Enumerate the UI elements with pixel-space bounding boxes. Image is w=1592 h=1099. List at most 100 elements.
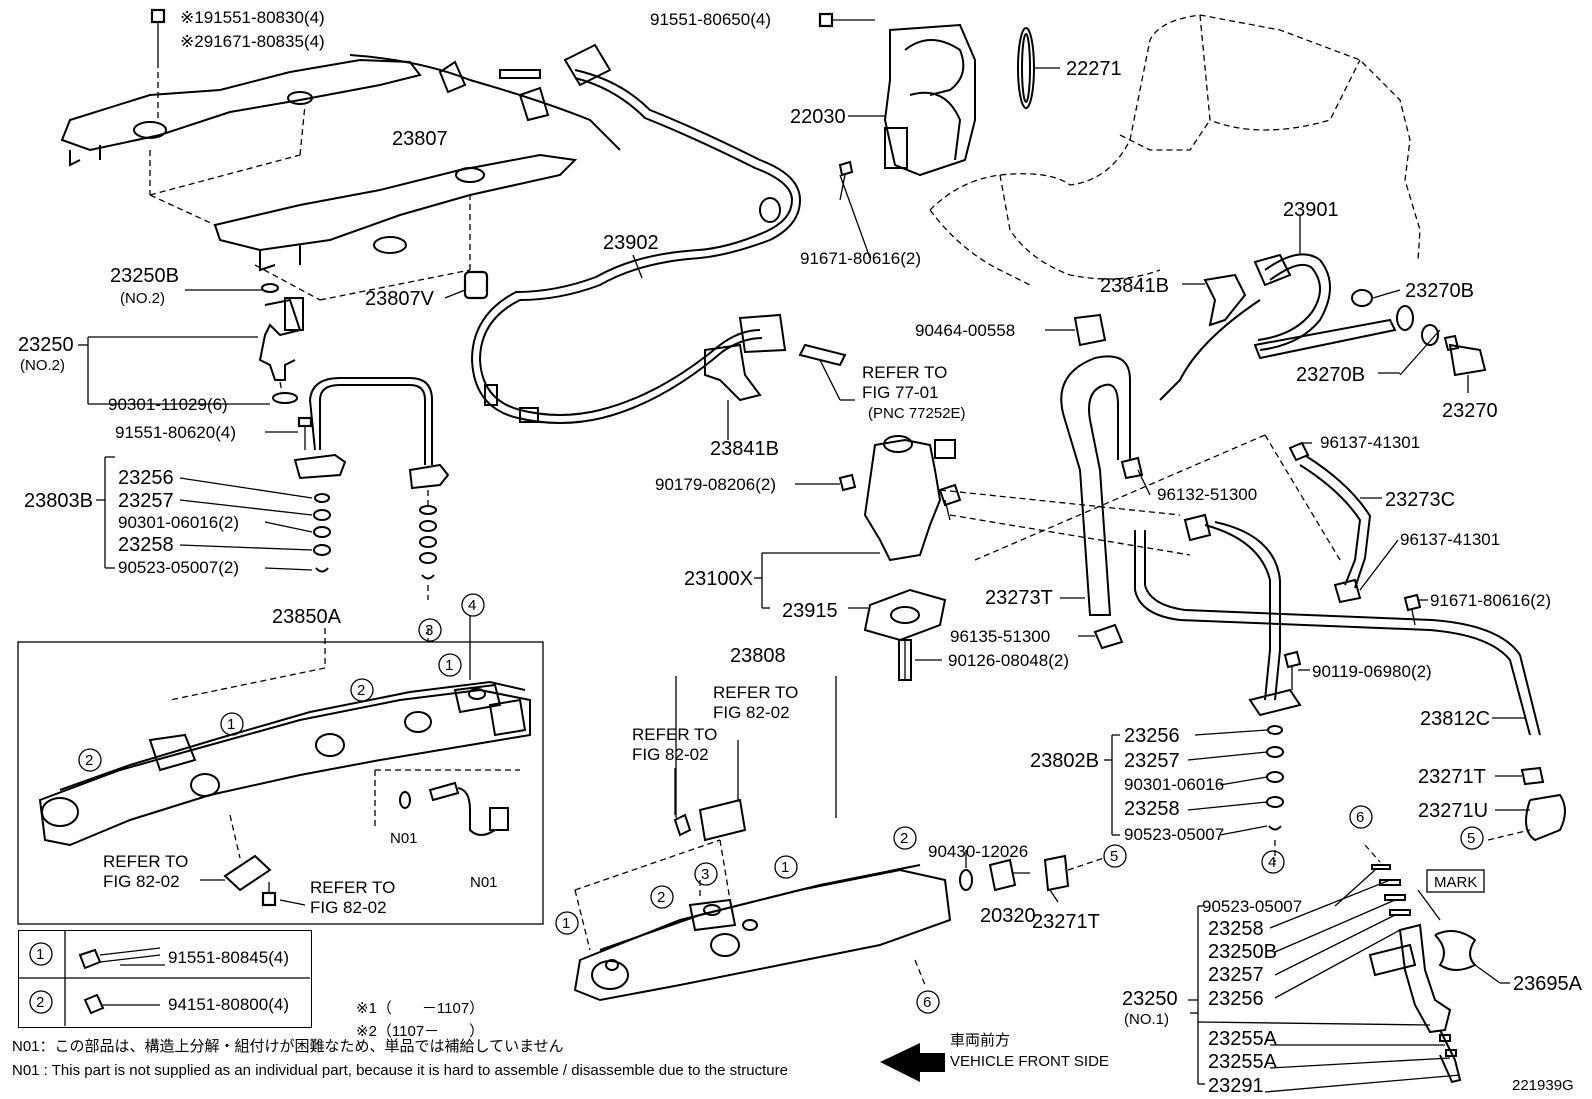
- label-91551-80620[interactable]: 91551-80620(4): [115, 423, 236, 442]
- label-90301-06016-left[interactable]: 90301-06016(2): [118, 513, 239, 532]
- intake-manifold-outline: [929, 14, 1421, 286]
- label-23255a-1[interactable]: 23255A: [1208, 1028, 1278, 1050]
- hose-23273t-drawing: [1060, 355, 1151, 650]
- label-23255a-2[interactable]: 23255A: [1208, 1051, 1278, 1073]
- label-23100x[interactable]: 23100X: [684, 568, 753, 590]
- marker-6-mid: 6: [923, 994, 931, 1011]
- label-91671-80616-top[interactable]: 91671-80616(2): [800, 249, 921, 268]
- label-23270[interactable]: 23270: [1442, 400, 1498, 422]
- label-23271t-right[interactable]: 23271T: [1418, 766, 1486, 788]
- refer-77-01-line2[interactable]: FIG 77-01: [862, 383, 939, 402]
- label-23273c[interactable]: 23273C: [1385, 489, 1455, 511]
- refer-82-02-c-line1[interactable]: REFER TO: [103, 852, 188, 871]
- label-96135-51300[interactable]: 96135-51300: [950, 627, 1050, 646]
- label-no2-a: (NO.2): [120, 290, 165, 307]
- sub-assembly-box-23850a: [17, 641, 544, 925]
- marker-1-mid-b: 1: [562, 915, 570, 932]
- throttle-body-22030-drawing: [818, 12, 1060, 177]
- marker-5-right: 5: [1467, 830, 1475, 847]
- label-23695a[interactable]: 23695A: [1513, 973, 1583, 995]
- label-23256-bottom[interactable]: 23256: [1208, 988, 1264, 1010]
- label-23258-left[interactable]: 23258: [118, 534, 174, 556]
- label-23901[interactable]: 23901: [1283, 199, 1339, 221]
- label-23258-bottom[interactable]: 23258: [1208, 918, 1264, 940]
- label-90301-06016-right[interactable]: 90301-06016: [1124, 775, 1224, 794]
- marker-2-mid-b: 2: [900, 830, 908, 847]
- label-23808[interactable]: 23808: [730, 645, 786, 667]
- label-23250b-bottom[interactable]: 23250B: [1208, 941, 1277, 963]
- label-90523-05007-left[interactable]: 90523-05007(2): [118, 558, 239, 577]
- legend-icons: [18, 930, 310, 1026]
- label-23291[interactable]: 23291: [1208, 1075, 1264, 1097]
- diagram-id: 221939G: [1512, 1077, 1574, 1094]
- label-90126-08048[interactable]: 90126-08048(2): [948, 651, 1069, 670]
- label-91671-80616-right[interactable]: 91671-80616(2): [1430, 591, 1551, 610]
- vehicle-front-arrow: [880, 1043, 945, 1082]
- label-23850a[interactable]: 23850A: [272, 606, 342, 628]
- label-90301-11029[interactable]: 90301-11029(6): [108, 395, 228, 414]
- refer-82-02-c-line2[interactable]: FIG 82-02: [103, 872, 180, 891]
- label-23812c[interactable]: 23812C: [1420, 708, 1490, 730]
- label-23841b-right[interactable]: 23841B: [1100, 275, 1169, 297]
- label-23273t[interactable]: 23273T: [985, 587, 1053, 609]
- label-no2-b: (NO.2): [20, 357, 65, 374]
- refer-77-01-line1[interactable]: REFER TO: [862, 363, 947, 382]
- label-20320[interactable]: 20320: [980, 905, 1036, 927]
- label-22271[interactable]: 22271: [1066, 58, 1122, 80]
- label-90523-05007-right[interactable]: 90523-05007: [1124, 825, 1224, 844]
- label-23250-no1[interactable]: 23250: [1122, 988, 1178, 1010]
- marker-2-b: 2: [357, 682, 365, 699]
- label-96137-41301-b[interactable]: 96137-41301: [1400, 530, 1500, 549]
- refer-82-02-a-line1[interactable]: REFER TO: [713, 683, 798, 702]
- fuel-rail-23808-drawing: [573, 740, 1105, 1002]
- refer-82-02-a-line2[interactable]: FIG 82-02: [713, 703, 790, 722]
- label-23271t-mid[interactable]: 23271T: [1032, 911, 1100, 933]
- label-96132-51300[interactable]: 96132-51300: [1157, 485, 1257, 504]
- refer-82-02-b-line2[interactable]: FIG 82-02: [632, 745, 709, 764]
- legend-part-1[interactable]: 91551-80845(4): [168, 948, 289, 967]
- marker-3-left: 3: [425, 622, 433, 639]
- label-23258-right[interactable]: 23258: [1124, 798, 1180, 820]
- label-23802b[interactable]: 23802B: [1030, 750, 1099, 772]
- label-23807v[interactable]: 23807V: [365, 288, 435, 310]
- label-23257-left[interactable]: 23257: [118, 490, 174, 512]
- label-90523-05007-bottom[interactable]: 90523-05007: [1202, 897, 1302, 916]
- label-23250-no2[interactable]: 23250: [18, 334, 74, 356]
- injector-no2-drawing: [258, 283, 304, 404]
- label-23803b[interactable]: 23803B: [24, 490, 93, 512]
- marker-1-a: 1: [227, 716, 235, 733]
- label-23250b-no2[interactable]: 23250B: [110, 265, 179, 287]
- bracket-23807-drawing: [60, 8, 621, 301]
- label-23257-bottom[interactable]: 23257: [1208, 964, 1264, 986]
- refer-82-02-d-line1[interactable]: REFER TO: [310, 878, 395, 897]
- label-top-bolt-2[interactable]: ※291671-80835(4): [180, 32, 325, 51]
- refer-82-02-d-line2[interactable]: FIG 82-02: [310, 898, 387, 917]
- label-90430-12026[interactable]: 90430-12026: [928, 842, 1028, 861]
- label-90464-00558[interactable]: 90464-00558: [915, 321, 1015, 340]
- marker-2-mid: 2: [657, 889, 665, 906]
- marker-2-a: 2: [85, 752, 93, 769]
- label-top-bolt-1[interactable]: ※191551-80830(4): [180, 8, 325, 27]
- label-n01-b: N01: [470, 874, 498, 891]
- label-22030[interactable]: 22030: [790, 106, 846, 128]
- legend-part-2[interactable]: 94151-80800(4): [168, 995, 289, 1014]
- label-23270b-a[interactable]: 23270B: [1405, 280, 1474, 302]
- label-23256-left[interactable]: 23256: [118, 467, 174, 489]
- label-23256-right[interactable]: 23256: [1124, 725, 1180, 747]
- refer-82-02-b-line1[interactable]: REFER TO: [632, 725, 717, 744]
- label-23807[interactable]: 23807: [392, 128, 448, 150]
- label-23841b-mid[interactable]: 23841B: [710, 438, 779, 460]
- label-23915[interactable]: 23915: [782, 600, 838, 622]
- label-23270b-b[interactable]: 23270B: [1296, 364, 1365, 386]
- label-23902[interactable]: 23902: [603, 232, 659, 254]
- marker-3-mid: 3: [701, 866, 709, 883]
- valve-23100x-drawing: [754, 435, 1191, 681]
- label-23271u[interactable]: 23271U: [1418, 800, 1488, 822]
- label-23257-right[interactable]: 23257: [1124, 750, 1180, 772]
- label-90119-06980[interactable]: 90119-06980(2): [1312, 662, 1432, 681]
- label-90179-08206[interactable]: 90179-08206(2): [655, 475, 776, 494]
- callout-lines-23803b: [78, 289, 313, 571]
- label-91551-80650[interactable]: 91551-80650(4): [650, 10, 771, 29]
- fuel-pipe-23802b-drawing: [1104, 688, 1566, 862]
- label-96137-41301-a[interactable]: 96137-41301: [1320, 433, 1420, 452]
